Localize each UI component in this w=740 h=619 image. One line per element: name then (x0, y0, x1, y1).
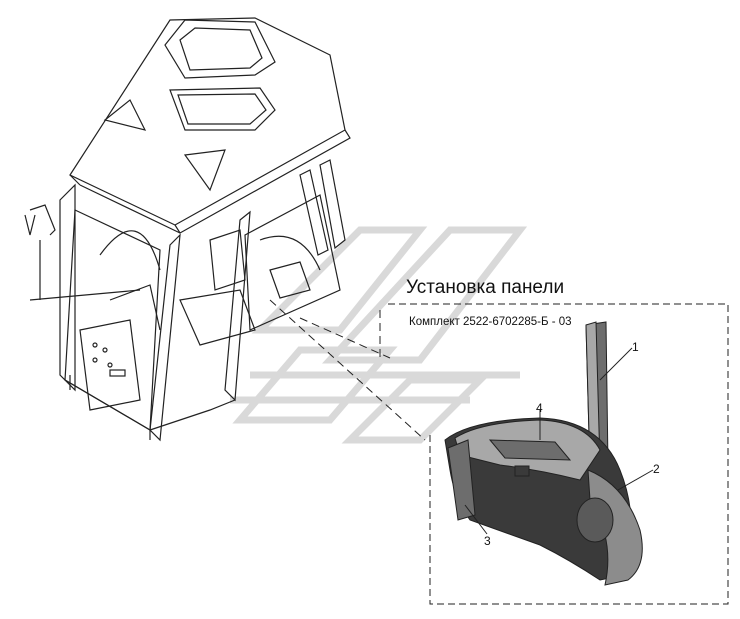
callout-3: 3 (484, 534, 491, 548)
callout-1: 1 (632, 340, 639, 354)
callout-2: 2 (653, 462, 660, 476)
tractor-cab-drawing (24, 17, 351, 442)
kit-label: Комплект 2522-6702285-Б - 03 (409, 316, 572, 328)
watermark-logo (230, 226, 528, 444)
diagram-title: Установка панели (406, 277, 565, 298)
leader-lines (269, 299, 426, 441)
panel-assembly-drawing (444, 321, 654, 586)
callout-4: 4 (536, 401, 543, 415)
detail-frame (388, 303, 729, 605)
